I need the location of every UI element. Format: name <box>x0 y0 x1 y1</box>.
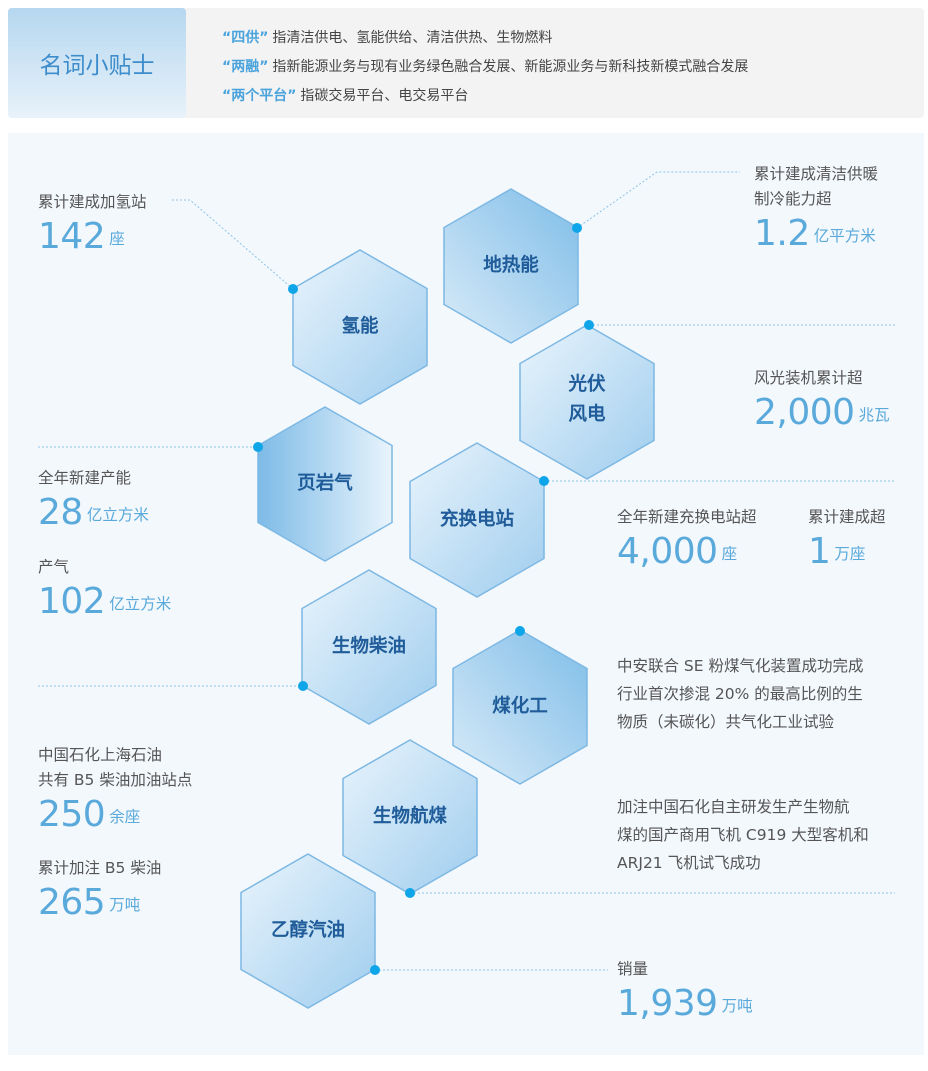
stat-unit: 万座 <box>834 545 866 563</box>
glossary-text: 指清洁供电、氢能供给、清洁供热、生物燃料 <box>272 30 553 46</box>
stat-label: 累计建成清洁供暖 <box>754 165 879 183</box>
hex-label-pv-wind: 光伏风电 <box>520 370 654 430</box>
stat-label: 产气 <box>38 558 70 576</box>
glossary-text: 指碳交易平台、电交易平台 <box>300 88 469 104</box>
hex-label-shale-gas: 页岩气 <box>297 473 353 494</box>
connector-line <box>172 199 294 290</box>
connector-dot <box>572 223 582 233</box>
stat-value: 142 <box>38 216 106 257</box>
connector-dot <box>405 888 415 898</box>
stat-value: 102 <box>38 581 106 622</box>
stat-label: 全年新建充换电站超 <box>617 508 757 526</box>
stat-unit: 万吨 <box>109 896 141 914</box>
hex-label-charging-station: 充换电站 <box>439 509 514 530</box>
stat-value: 1,939 <box>617 983 718 1024</box>
stat-unit: 亿立方米 <box>86 506 149 524</box>
glossary-term: “两个平台” <box>222 88 297 104</box>
stat-label: 共有 B5 柴油加油站点 <box>38 771 193 789</box>
glossary-item: “两融”指新能源业务与现有业务绿色融合发展、新能源业务与新科技新模式融合发展 <box>222 53 748 82</box>
stat-label: 累计建成加氢站 <box>38 193 147 211</box>
glossary-item: “四供”指清洁供电、氢能供给、清洁供热、生物燃料 <box>222 24 748 53</box>
stat-value: 2,000 <box>754 392 855 433</box>
description-line: 中安联合 SE 粉煤气化装置成功完成 <box>617 657 864 675</box>
stat-value: 265 <box>38 882 106 923</box>
stat-unit: 亿平方米 <box>813 227 876 245</box>
stat-unit: 余座 <box>109 808 141 826</box>
stat-label: 全年新建产能 <box>38 469 132 487</box>
stat-value: 1 <box>808 531 831 572</box>
stat-value: 4,000 <box>617 531 718 572</box>
stat-unit: 亿立方米 <box>109 595 172 613</box>
connector-dot <box>288 284 298 294</box>
hex-label-wind: 风电 <box>568 404 606 425</box>
connector-line <box>576 171 740 229</box>
stat-unit: 座 <box>109 230 125 248</box>
connector-dot <box>298 681 308 691</box>
hexagon-coal-chemical <box>452 629 588 785</box>
hexagon-pv-wind <box>519 324 655 480</box>
description-line: 煤的国产商用飞机 C919 大型客机和 <box>617 826 869 844</box>
glossary-term: “两融” <box>222 59 269 75</box>
connector-dot <box>370 965 380 975</box>
stat-label: 累计建成超 <box>808 508 886 526</box>
glossary-lines: “四供”指清洁供电、氢能供给、清洁供热、生物燃料 “两融”指新能源业务与现有业务… <box>222 24 748 111</box>
stat-label: 制冷能力超 <box>754 190 832 208</box>
hex-label-geothermal: 地热能 <box>483 255 539 276</box>
stat-unit: 兆瓦 <box>858 406 890 424</box>
hex-label-pv: 光伏 <box>568 374 606 395</box>
glossary-text: 指新能源业务与现有业务绿色融合发展、新能源业务与新科技新模式融合发展 <box>272 59 749 75</box>
glossary-term: “四供” <box>222 30 269 46</box>
description-line: 物质（未碳化）共气化工业试验 <box>617 713 835 731</box>
stat-value: 1.2 <box>754 213 810 254</box>
hex-label-ethanol-gasoline: 乙醇汽油 <box>270 920 345 941</box>
stat-label: 销量 <box>617 960 649 978</box>
connector-dot <box>584 320 594 330</box>
stat-unit: 座 <box>721 545 738 563</box>
description-line: 加注中国石化自主研发生产生物航 <box>617 798 850 816</box>
hexagon-ethanol-gasoline <box>240 853 376 1009</box>
hex-label-coal-chemical: 煤化工 <box>492 696 548 717</box>
connector-dot <box>515 626 525 636</box>
stat-value: 250 <box>38 794 106 835</box>
glossary-title: 名词小贴士 <box>8 8 186 118</box>
description-line: ARJ21 飞机试飞成功 <box>617 854 761 872</box>
stat-label: 累计加注 B5 柴油 <box>38 859 162 877</box>
hex-label-biodiesel: 生物柴油 <box>331 636 406 657</box>
connector-dot <box>253 442 263 452</box>
description-line: 行业首次掺混 20% 的最高比例的生 <box>617 685 863 703</box>
hex-label-bio-jet-fuel: 生物航煤 <box>372 806 447 827</box>
stat-value: 28 <box>38 492 83 533</box>
connector-dot <box>539 476 549 486</box>
hex-label-hydrogen: 氢能 <box>341 316 379 337</box>
glossary-item: “两个平台”指碳交易平台、电交易平台 <box>222 82 748 111</box>
hexagon-biodiesel <box>301 569 437 725</box>
stat-coal-chemical: 中安联合 SE 粉煤气化装置成功完成 行业首次掺混 20% 的最高比例的生 物质… <box>617 652 864 736</box>
stat-bio-jet-fuel: 加注中国石化自主研发生产生物航 煤的国产商用飞机 C919 大型客机和 ARJ2… <box>617 793 869 877</box>
stat-label: 风光装机累计超 <box>754 369 863 387</box>
glossary-box: 名词小贴士 “四供”指清洁供电、氢能供给、清洁供热、生物燃料 “两融”指新能源业… <box>8 8 924 118</box>
stat-unit: 万吨 <box>721 997 753 1015</box>
stat-label: 中国石化上海石油 <box>38 746 163 764</box>
